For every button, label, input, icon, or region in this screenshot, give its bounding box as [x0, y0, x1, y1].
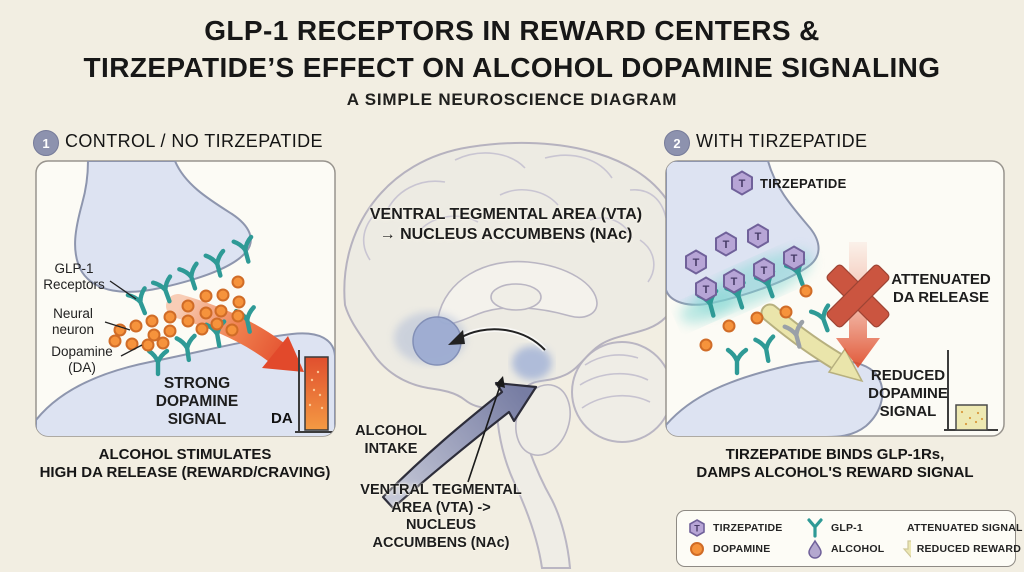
vta-nac-pathway-label: VENTRAL TEGMENTAL AREA (VTA) → NUCLEUS A…	[369, 206, 643, 243]
thalamus	[490, 283, 542, 311]
hexagon-letter: T	[694, 523, 700, 533]
vta-nucleus-accumbens-label: VENTRAL TEGMENTAL AREA (VTA) -> NUCLEUS …	[360, 482, 522, 551]
title-line-1: GLP-1 RECEPTORS IN REWARD CENTERS &	[204, 15, 820, 46]
alcohol-droplet-icon	[808, 539, 822, 559]
left-synapse-scene	[36, 161, 335, 436]
dopamine-dot-icon	[690, 542, 704, 557]
da-bar-chart-reduced	[944, 350, 998, 431]
brain-illustration	[343, 141, 686, 569]
reduced-da-bar	[955, 404, 988, 431]
glp1-receptors-label: GLP-1 Receptors	[43, 261, 105, 292]
legend-item-dopamine: DOPAMINE	[687, 539, 805, 559]
step-2-badge: 2	[664, 130, 690, 156]
left-section-heading: CONTROL / NO TIRZEPATIDE	[65, 131, 323, 151]
legend-item-reduced-reward: REDUCED REWARD	[901, 539, 1021, 559]
left-caption: ALCOHOL STIMULATES HIGH DA RELEASE (REWA…	[39, 446, 331, 481]
strong-dopamine-signal-label: STRONG DOPAMINE SIGNAL	[155, 375, 239, 428]
page-subtitle: A SIMPLE NEUROSCIENCE DIAGRAM	[346, 90, 678, 109]
neural-neuron-label: Neural neuron	[51, 306, 95, 337]
reduced-reward-arrow-icon	[902, 540, 911, 558]
legend-item-tirzepatide: T TIRZEPATIDE	[687, 518, 805, 538]
page-title: GLP-1 RECEPTORS IN REWARD CENTERS & TIRZE…	[0, 12, 1024, 86]
alcohol-intake-label: ALCOHOL INTAKE	[355, 423, 427, 457]
brainstem	[495, 393, 572, 569]
legend-item-glp1: GLP-1	[805, 518, 901, 538]
attenuated-da-release-label: ATTENUATED DA RELEASE	[891, 271, 991, 306]
da-bar-chart-strong	[295, 350, 334, 433]
reduced-dopamine-signal-label: REDUCED DOPAMINE SIGNAL	[868, 367, 948, 420]
legend-label: ALCOHOL	[831, 543, 885, 556]
tirzepatide-hexagon-icon: T	[689, 518, 705, 537]
vta-to-nac-arrow	[448, 326, 547, 352]
tirzepatide-label-hexagon	[731, 170, 753, 196]
strong-da-bar	[304, 356, 329, 431]
label-pointer-lines	[104, 280, 143, 357]
vta-label-pointer-arrow	[467, 376, 505, 483]
reduced-reward-arrow	[760, 303, 864, 383]
alcohol-intake-arrow	[381, 381, 538, 510]
legend-label: REDUCED REWARD	[916, 543, 1021, 556]
legend-label: ATTENUATED SIGNAL	[907, 521, 1023, 534]
da-axis-label: DA	[271, 410, 293, 427]
legend-item-attenuated-signal: ATTENUATED SIGNAL	[901, 518, 1023, 538]
legend-box: T TIRZEPATIDE GLP-1 ATTENUATED SIGNAL DO…	[676, 510, 1022, 567]
vta-blob	[512, 346, 552, 380]
legend-label: GLP-1	[831, 521, 863, 534]
right-caption: TIRZEPATIDE BINDS GLP-1Rs, DAMPS ALCOHOL…	[696, 446, 974, 481]
step-1-badge: 1	[33, 130, 59, 156]
legend-item-alcohol: ALCOHOL	[805, 539, 901, 559]
right-section-heading: WITH TIRZEPATIDE	[696, 131, 868, 151]
dopamine-da-label: Dopamine (DA)	[51, 344, 113, 375]
title-line-2: TIRZEPATIDE’S EFFECT ON ALCOHOL DOPAMINE…	[83, 52, 941, 83]
cortex-gyri-lines	[362, 152, 667, 283]
legend-label: TIRZEPATIDE	[713, 521, 783, 534]
postsynaptic-neuron	[666, 359, 884, 436]
attenuated-x-mark	[826, 264, 890, 328]
right-synapse-scene	[666, 161, 998, 436]
glp1-receptor-icon	[807, 518, 823, 538]
legend-label: DOPAMINE	[713, 543, 771, 556]
tirzepatide-molecule-label: TIRZEPATIDE	[760, 176, 847, 191]
